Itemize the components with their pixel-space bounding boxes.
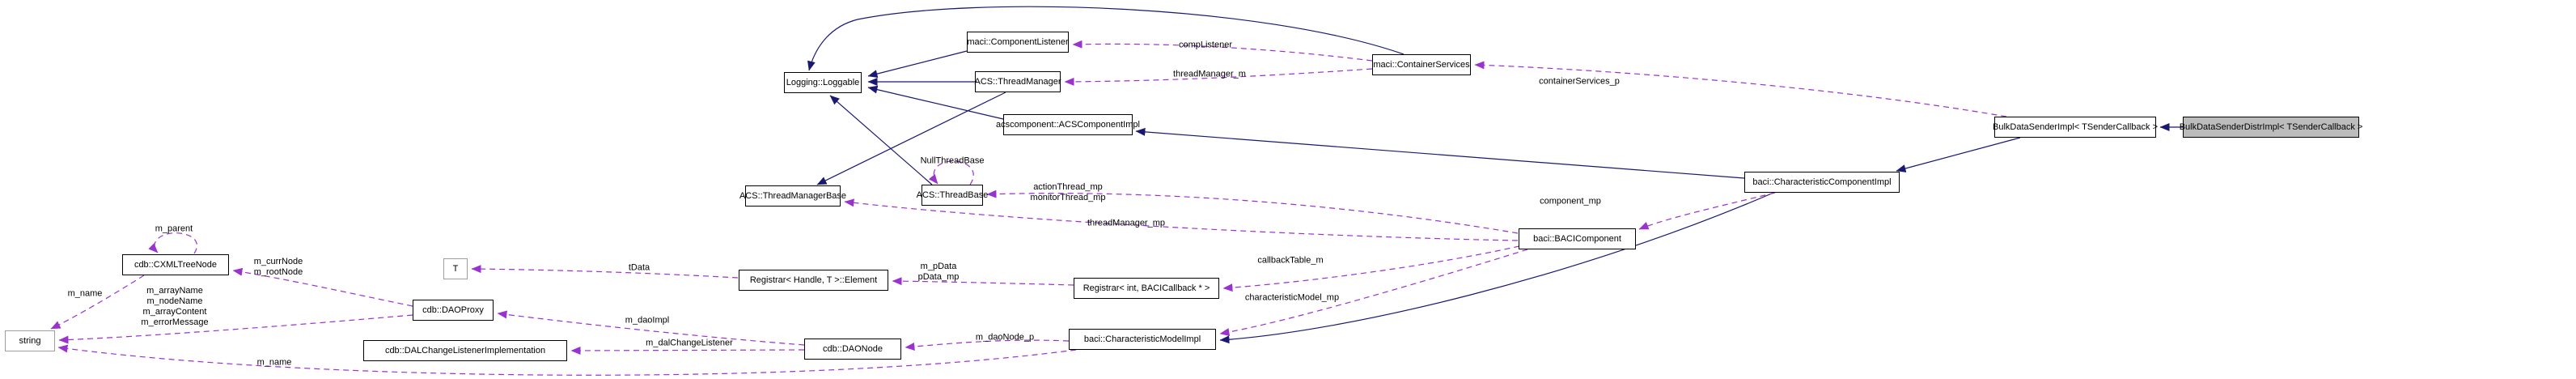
node-acs-threadbase[interactable]: ACS::ThreadBase (917, 185, 988, 206)
node-registrar-int-bacicallback[interactable]: Registrar< int, BACICallback * > (1074, 278, 1219, 299)
edge-charcompimpl-charmodelimpl (1219, 192, 1774, 344)
edge-label-threadmanager-mp: threadManager_mp (1087, 218, 1166, 228)
node-acscomponent-acscomponentimpl[interactable]: acscomponent::ACSComponentImpl (996, 114, 1140, 135)
node-bulkdatasenderimpl[interactable]: BulkDataSenderImpl< TSenderCallback > (1993, 117, 2158, 138)
node-baci-characteristiccomponentimpl[interactable]: baci::CharacteristicComponentImpl (1744, 172, 1900, 193)
node-baci-characteristicmodelimpl[interactable]: baci::CharacteristicModelImpl (1069, 329, 1216, 350)
edge-label-characteristicmodel-mp: characteristicModel_mp (1244, 292, 1340, 303)
edge-containerservices-p (1474, 61, 2007, 117)
edge-label-containerservices-p: containerServices_p (1539, 76, 1620, 87)
edge-label-mpdata: m_pData pData_mp (917, 262, 960, 282)
edge-mdaonode-p (905, 339, 1070, 351)
edge-label-marrayname: m_arrayName m_nodeName m_arrayContent m_… (141, 286, 209, 327)
edge-mdaoimpl (497, 310, 805, 346)
edge-label-mdaoimpl: m_daoImpl (625, 315, 670, 326)
edge-label-tdata: tData (628, 262, 650, 273)
edge-complistener (1072, 40, 1373, 62)
edge-nullthreadbase-loop (928, 160, 974, 185)
edge-mdalchangelistener (570, 346, 805, 355)
edge-acscomponentimpl-loggable (867, 85, 1004, 120)
edge-component-mp (1638, 192, 1776, 230)
edge-mparent-loop (148, 232, 197, 254)
edge-containerservices-loggable (807, 6, 1405, 71)
node-t: T (443, 258, 468, 279)
edge-label-mparent: m_parent (155, 224, 193, 234)
edge-label-mdalchangelistener: m_dalChangeListener (646, 338, 733, 348)
node-bulkdatasenderdistrimpl: BulkDataSenderDistrImpl< TSenderCallback… (2180, 117, 2362, 138)
edge-charcompimpl-acscomponentimpl (1135, 127, 1745, 179)
edge-callbacktable-m (1222, 245, 1520, 292)
node-logging-loggable[interactable]: Logging::Loggable (784, 72, 862, 93)
edge-threadmanager-mp (844, 198, 1519, 241)
edge-bulkdatasenderimpl-charcompimpl (1896, 137, 2021, 172)
edge-tdata (471, 265, 739, 279)
edge-mname-bottom (57, 344, 1077, 376)
edge-characteristicmodel-mp (1219, 249, 1528, 336)
edge-threadmanager-m (1064, 68, 1373, 86)
edge-threadmanager-threadmanagerbase (816, 92, 1006, 185)
edge-label-threadmanager-m: threadManager_m (1173, 69, 1246, 79)
edge-label-mdaonode-p: m_daoNode_p (975, 332, 1035, 343)
node-cdb-dalchangelistenerimplementation[interactable]: cdb::DALChangeListenerImplementation (363, 340, 567, 361)
edge-threadbase-loggable (829, 95, 933, 185)
edge-label-actionthread-mp: actionThread_mp monitorThread_mp (1030, 182, 1106, 202)
node-cdb-cxmltreenode[interactable]: cdb::CXMLTreeNode (122, 254, 229, 275)
node-maci-containerservices[interactable]: maci::ContainerServices (1372, 54, 1471, 75)
edge-label-mcurrnode: m_currNode m_rootNode (253, 257, 303, 277)
edge-label-complistener: compListener (1178, 40, 1233, 50)
edge-marrayname (58, 314, 413, 344)
edge-label-component-mp: component_mp (1540, 196, 1601, 207)
node-maci-componentlistener[interactable]: maci::ComponentListener (967, 32, 1069, 53)
node-string: string (5, 330, 55, 351)
edge-label-callbacktable-m: callbackTable_m (1257, 255, 1324, 266)
node-acs-threadmanagerbase[interactable]: ACS::ThreadManagerBase (739, 185, 846, 207)
node-baci-bacicomponent[interactable]: baci::BACIComponent (1519, 228, 1636, 249)
edge-componentlistener-loggable (867, 50, 968, 79)
node-registrar-element[interactable]: Registrar< Handle, T >::Element (739, 270, 888, 291)
edge-mname-top (50, 275, 145, 330)
node-cdb-daonode[interactable]: cdb::DAONode (804, 339, 901, 360)
edge-mcurrnode (232, 267, 413, 307)
node-cdb-daoproxy[interactable]: cdb::DAOProxy (413, 300, 494, 321)
node-acs-threadmanager[interactable]: ACS::ThreadManager (975, 71, 1061, 92)
edge-label-nullthreadbase: NullThreadBase (920, 155, 985, 166)
edge-actionthread-mp (986, 190, 1519, 234)
edge-label-mname-top: m_name (67, 288, 103, 299)
edge-label-mname-bottom: m_name (256, 357, 292, 368)
edge-mpdata (892, 277, 1074, 286)
